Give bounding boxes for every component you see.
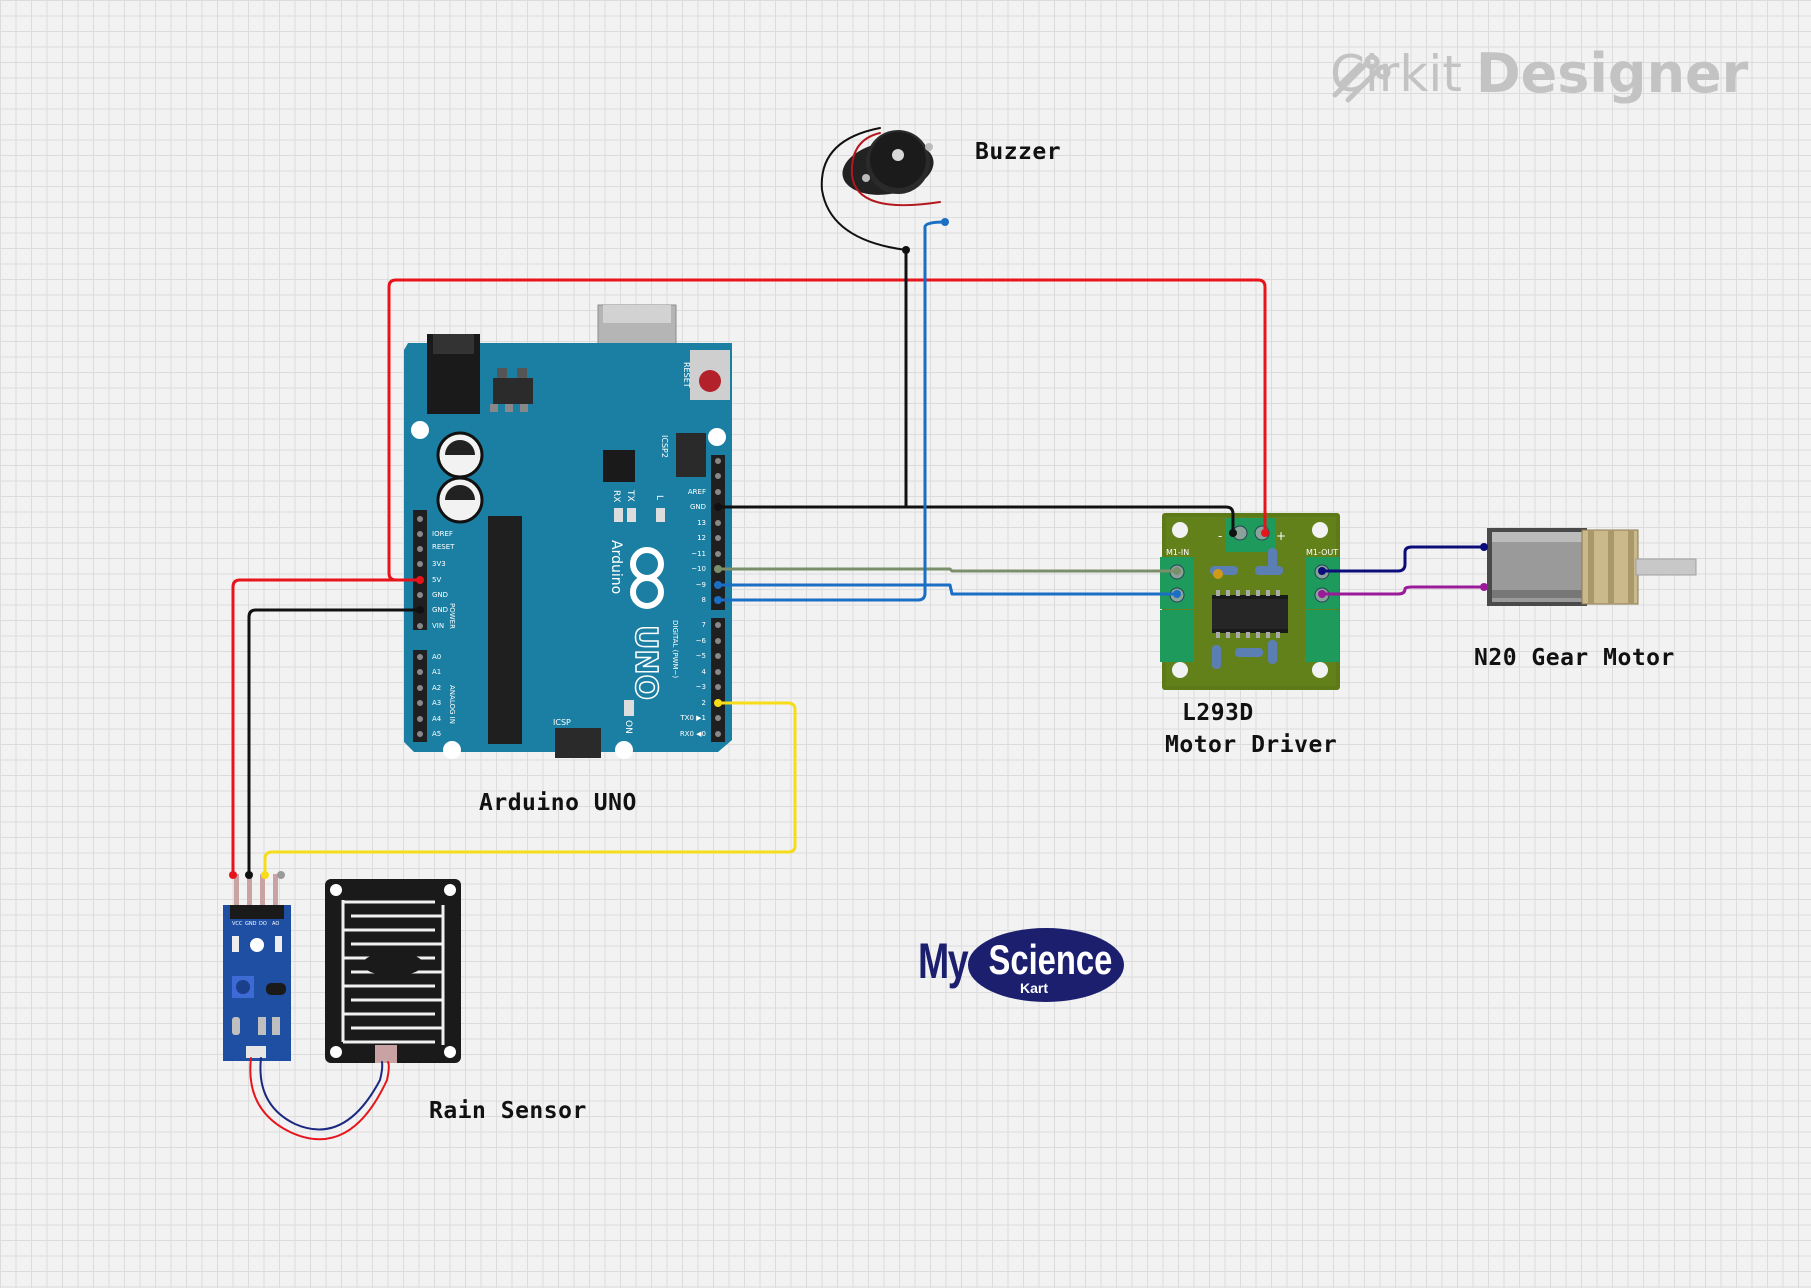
pin-label: 2 xyxy=(702,699,706,707)
pin-label: A0 xyxy=(432,653,441,661)
wire-motor-purple[interactable] xyxy=(1320,585,1486,596)
pin-label: 13 xyxy=(697,519,706,527)
pin-label: A1 xyxy=(432,668,441,676)
pin-label: ~10 xyxy=(691,565,706,573)
pin-label: GND xyxy=(690,503,706,511)
pin-label: ~6 xyxy=(696,637,707,645)
pin-label: GND xyxy=(432,591,448,599)
pin-label: ~11 xyxy=(691,550,706,558)
pin-label: 12 xyxy=(697,534,706,542)
power-header-label: POWER xyxy=(448,603,456,629)
infinity-logo-icon xyxy=(630,547,664,609)
wire-pin2-yellow[interactable] xyxy=(263,701,797,877)
arduino-label: Arduino UNO xyxy=(479,790,637,816)
pin-label: ~5 xyxy=(696,652,706,660)
pin-label: 8 xyxy=(702,596,706,604)
m1-in-label: M1-IN xyxy=(1166,548,1189,557)
logo-my-text: My xyxy=(918,933,969,989)
rain-pin-label: AO xyxy=(272,921,279,927)
m1-out-label: M1-OUT xyxy=(1306,548,1338,557)
wire-buzzer-red[interactable] xyxy=(850,132,941,207)
logo-kart-text: Kart xyxy=(1020,980,1049,996)
motor-label: N20 Gear Motor xyxy=(1474,645,1675,671)
analog-header-label: ANALOG IN xyxy=(448,685,456,724)
arduino-brand-text: Arduino xyxy=(608,540,624,594)
rx-label: RX xyxy=(611,490,621,502)
gnd-terminal-label: - xyxy=(1218,529,1222,543)
digital-header-label: DIGITAL (PWM~) xyxy=(671,620,679,678)
pin-label: VIN xyxy=(432,622,444,630)
wire-5v-rain-red[interactable] xyxy=(231,578,422,877)
wire-pin9-blue[interactable] xyxy=(716,583,1179,596)
rain-sensor-module[interactable]: VCC GND DO AO xyxy=(223,874,291,1061)
on-led-label: ON xyxy=(623,720,633,734)
pin-label: A4 xyxy=(432,715,442,723)
pin-label: AREF xyxy=(688,488,706,496)
pin-label: 5V xyxy=(432,576,441,584)
wire-gnd-black[interactable] xyxy=(716,505,1235,535)
reset-label: RESET xyxy=(682,362,691,388)
pin-label: A3 xyxy=(432,699,441,707)
pin-label: 3V3 xyxy=(432,560,446,568)
icsp-label: ICSP xyxy=(553,718,571,727)
wire-endpoints xyxy=(229,218,1488,879)
wire-buzzer-black-lead[interactable] xyxy=(820,127,907,251)
pin-label: 7 xyxy=(702,621,706,629)
wire-rain-navy-lead[interactable] xyxy=(259,1057,384,1131)
pin-label: IOREF xyxy=(432,530,453,538)
rain-pin-label: DO xyxy=(259,921,267,927)
pin-label: A5 xyxy=(432,730,441,738)
wire-pin8-buzzer-blue[interactable] xyxy=(716,220,947,602)
pin-label: A2 xyxy=(432,684,441,692)
uno-model-text: UNO xyxy=(628,625,663,700)
buzzer[interactable] xyxy=(838,130,938,202)
pin-label: TX0 ▶1 xyxy=(679,714,706,722)
pin-label: 4 xyxy=(702,668,707,676)
tx-label: TX xyxy=(625,489,635,502)
wire-rain-red-lead[interactable] xyxy=(249,1057,390,1141)
pin-label: ~3 xyxy=(696,683,706,691)
l293d-motor-driver[interactable]: M1-IN M1-OUT - + xyxy=(1160,513,1340,690)
driver-label-line1: L293D xyxy=(1182,700,1254,726)
brand-word-cirkit: Cirkit xyxy=(1330,44,1462,103)
n20-gear-motor[interactable] xyxy=(1487,528,1697,606)
cirkit-logo-icon xyxy=(1332,54,1391,103)
pin-label: GND xyxy=(432,606,448,614)
rain-sensor-plate[interactable] xyxy=(325,879,461,1063)
l-led-label: L xyxy=(654,495,664,500)
arduino-uno[interactable]: IOREF RESET 3V3 5V GND GND VIN A0 A1 A2 … xyxy=(404,304,732,759)
rain-pin-label: VCC xyxy=(232,921,243,927)
buzzer-label: Buzzer xyxy=(975,139,1062,165)
pin-label: RX0 ◀0 xyxy=(680,730,706,738)
rain-pin-label: GND xyxy=(245,921,257,927)
logo-oval xyxy=(968,928,1124,1002)
wire-pin10-green[interactable] xyxy=(716,567,1179,573)
driver-label-line2: Motor Driver xyxy=(1165,732,1338,758)
cirkit-designer-brand: Cirkit Designer xyxy=(1330,42,1748,105)
vcc-terminal-label: + xyxy=(1276,529,1286,543)
pin-label: ~9 xyxy=(696,581,706,589)
brand-word-designer: Designer xyxy=(1475,42,1749,105)
wire-motor-navy[interactable] xyxy=(1320,545,1486,573)
logo-science-text: Science xyxy=(988,936,1113,983)
pin-label: RESET xyxy=(432,543,455,551)
rain-sensor-label: Rain Sensor xyxy=(429,1098,587,1124)
wire-gnd-rain-black[interactable] xyxy=(247,608,422,877)
icsp2-label: ICSP2 xyxy=(660,435,669,458)
